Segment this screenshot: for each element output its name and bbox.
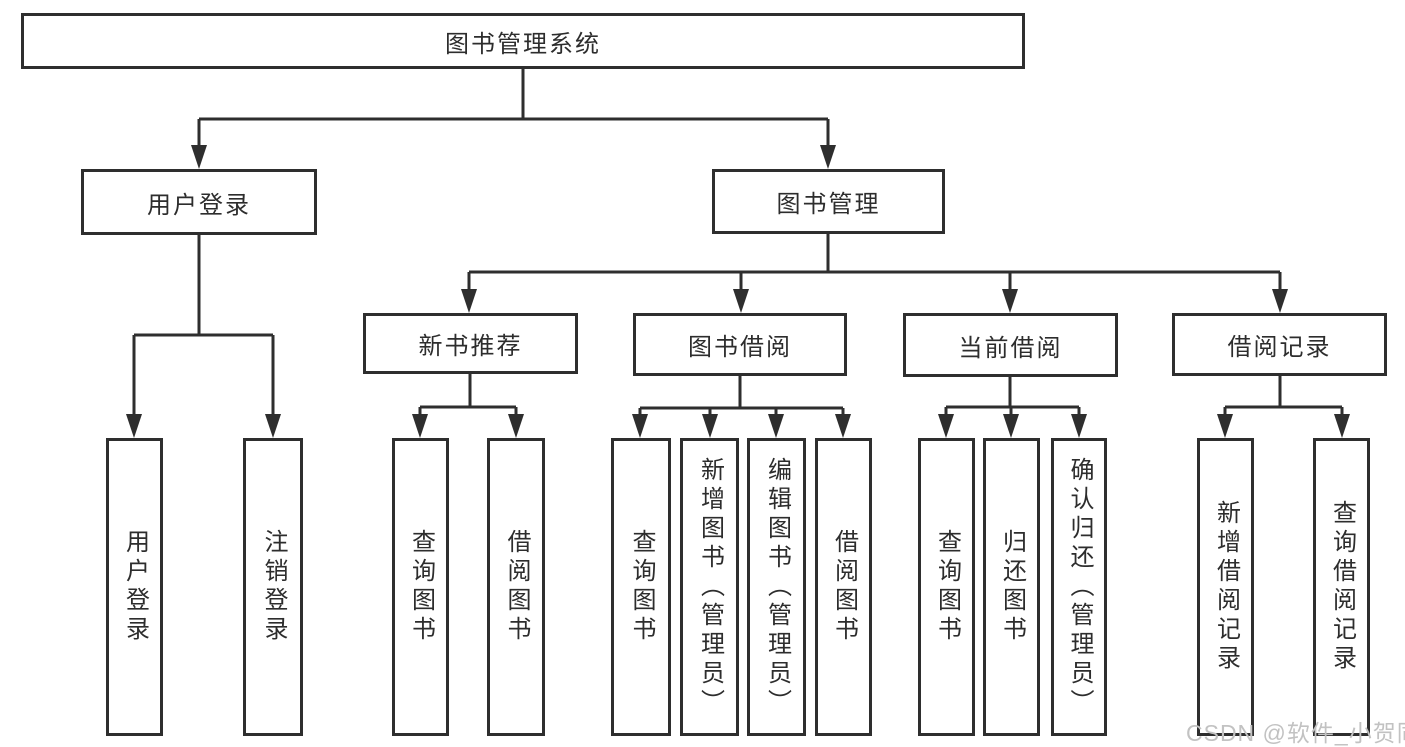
leaf-current-confirm: 确认归还（管理员） xyxy=(1051,438,1107,736)
leaf-borrow-add-label: 新增图书（管理员） xyxy=(696,456,724,718)
leaf-user-login: 用户登录 xyxy=(106,438,163,736)
leaf-current-return-label: 归还图书 xyxy=(998,529,1026,645)
node-borrow-records: 借阅记录 xyxy=(1172,313,1387,376)
node-current-borrow: 当前借阅 xyxy=(903,313,1118,377)
leaf-borrow-add: 新增图书（管理员） xyxy=(680,438,739,736)
node-book-management-label: 图书管理 xyxy=(776,191,881,218)
arrowheads xyxy=(126,145,1350,438)
leaf-newbook-borrow: 借阅图书 xyxy=(487,438,545,736)
leaf-borrow-borrow: 借阅图书 xyxy=(815,438,872,736)
leaf-borrow-borrow-label: 借阅图书 xyxy=(830,529,858,645)
leaf-records-query-label: 查询借阅记录 xyxy=(1328,500,1356,674)
leaf-user-login-label: 用户登录 xyxy=(121,529,149,645)
leaf-logout-label: 注销登录 xyxy=(260,529,287,645)
csdn-watermark: CSDN @软件_小贺同学 xyxy=(1186,720,1405,746)
node-user-login: 用户登录 xyxy=(81,169,317,235)
node-book-management: 图书管理 xyxy=(712,169,945,234)
leaf-records-add: 新增借阅记录 xyxy=(1197,438,1254,736)
leaf-borrow-edit: 编辑图书（管理员） xyxy=(747,438,806,736)
leaf-borrow-query: 查询图书 xyxy=(611,438,671,736)
leaf-current-query-label: 查询图书 xyxy=(933,529,961,645)
leaf-records-query: 查询借阅记录 xyxy=(1313,438,1370,736)
node-new-book-recommend-label: 新书推荐 xyxy=(418,333,523,360)
node-book-borrow: 图书借阅 xyxy=(633,313,847,376)
node-user-login-label: 用户登录 xyxy=(147,191,251,219)
leaf-logout: 注销登录 xyxy=(243,438,303,736)
node-current-borrow-label: 当前借阅 xyxy=(958,334,1063,362)
leaf-newbook-borrow-label: 借阅图书 xyxy=(503,529,530,645)
leaf-newbook-query: 查询图书 xyxy=(392,438,449,736)
node-root-label: 图书管理系统 xyxy=(445,30,601,58)
leaf-current-query: 查询图书 xyxy=(918,438,975,736)
leaf-borrow-query-label: 查询图书 xyxy=(628,529,655,645)
node-new-book-recommend: 新书推荐 xyxy=(363,313,578,374)
node-borrow-records-label: 借阅记录 xyxy=(1227,334,1332,361)
node-root: 图书管理系统 xyxy=(21,13,1025,69)
leaf-current-confirm-label: 确认归还（管理员） xyxy=(1066,456,1093,718)
node-book-borrow-label: 图书借阅 xyxy=(688,334,792,361)
leaf-newbook-query-label: 查询图书 xyxy=(407,529,435,645)
leaf-current-return: 归还图书 xyxy=(983,438,1040,736)
leaf-borrow-edit-label: 编辑图书（管理员） xyxy=(763,456,791,718)
leaf-records-add-label: 新增借阅记录 xyxy=(1212,500,1240,674)
